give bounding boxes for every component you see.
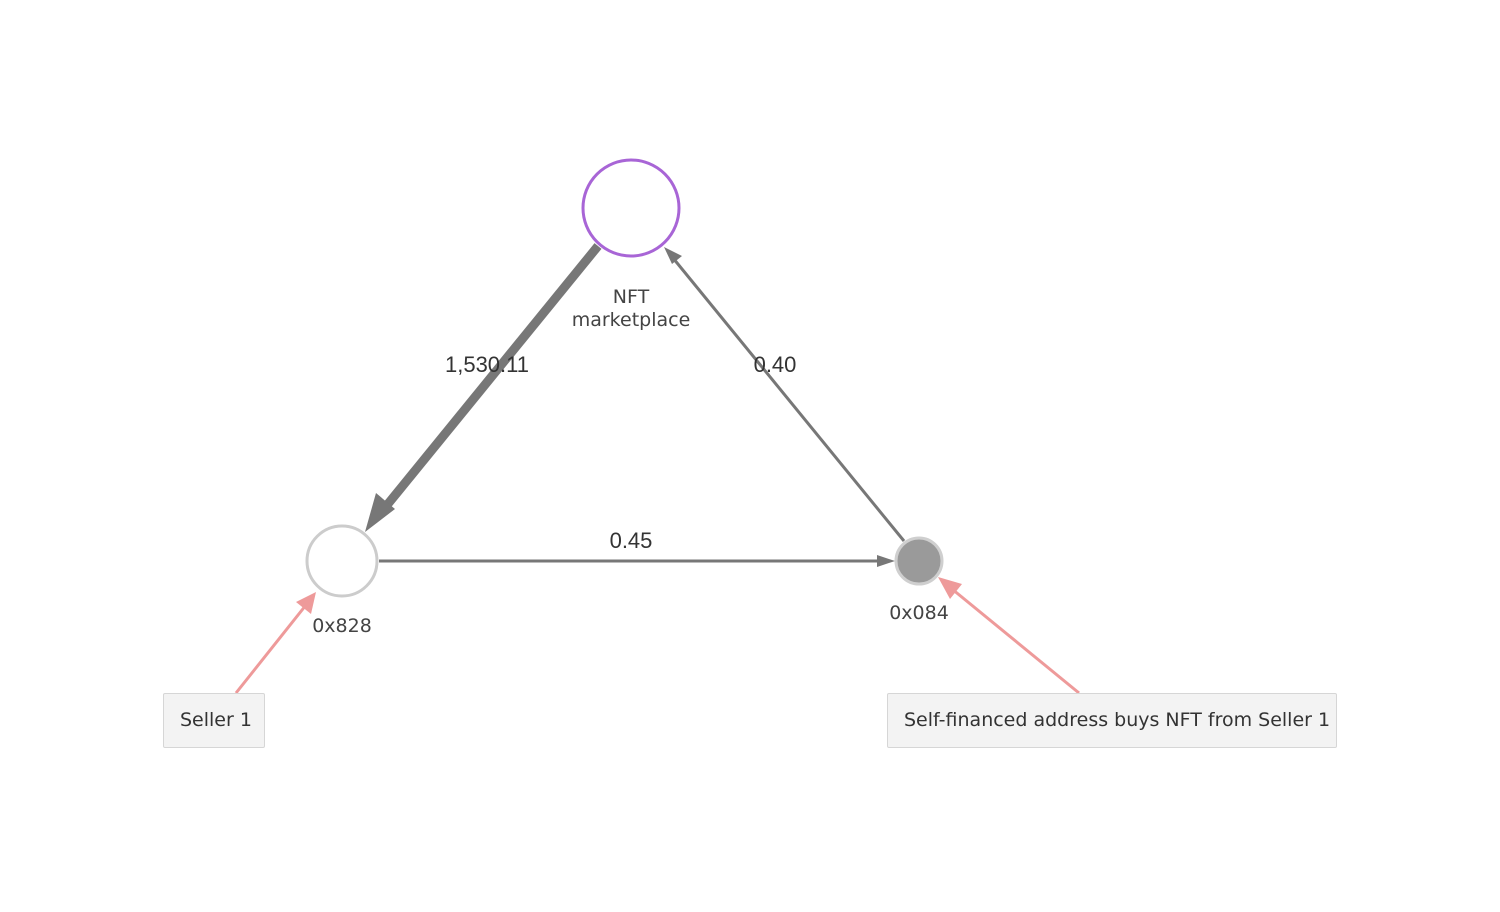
annotation-arrow-self-financed <box>951 587 1080 695</box>
edge-828-to-084-arrowhead <box>877 555 895 567</box>
node-0x828[interactable] <box>305 524 379 598</box>
annotation-arrow-self-financed-head <box>938 577 962 599</box>
node-0x084-label: 0x084 <box>889 602 949 624</box>
edge-828-to-084-label: 0.45 <box>610 528 653 553</box>
edge-084-to-marketplace-arrowhead <box>664 247 682 264</box>
node-0x828-label: 0x828 <box>312 615 372 637</box>
node-nft-marketplace-label-line2: marketplace <box>572 309 691 331</box>
edge-marketplace-to-828-label: 1,530.11 <box>445 352 529 377</box>
annotation-self-financed: Self-financed address buys NFT from Sell… <box>887 693 1337 748</box>
annotation-arrow-seller-head <box>296 592 316 614</box>
edge-marketplace-to-828-arrowhead <box>365 493 395 532</box>
annotation-seller-1: Seller 1 <box>163 693 265 748</box>
edge-084-to-marketplace-label: 0.40 <box>754 352 797 377</box>
annotation-arrow-seller <box>234 604 308 694</box>
edge-marketplace-to-828 <box>379 243 602 513</box>
node-0x084[interactable] <box>894 536 944 586</box>
edge-084-to-marketplace <box>671 257 906 542</box>
node-nft-marketplace[interactable] <box>581 158 681 258</box>
node-nft-marketplace-label-line1: NFT <box>613 286 650 308</box>
